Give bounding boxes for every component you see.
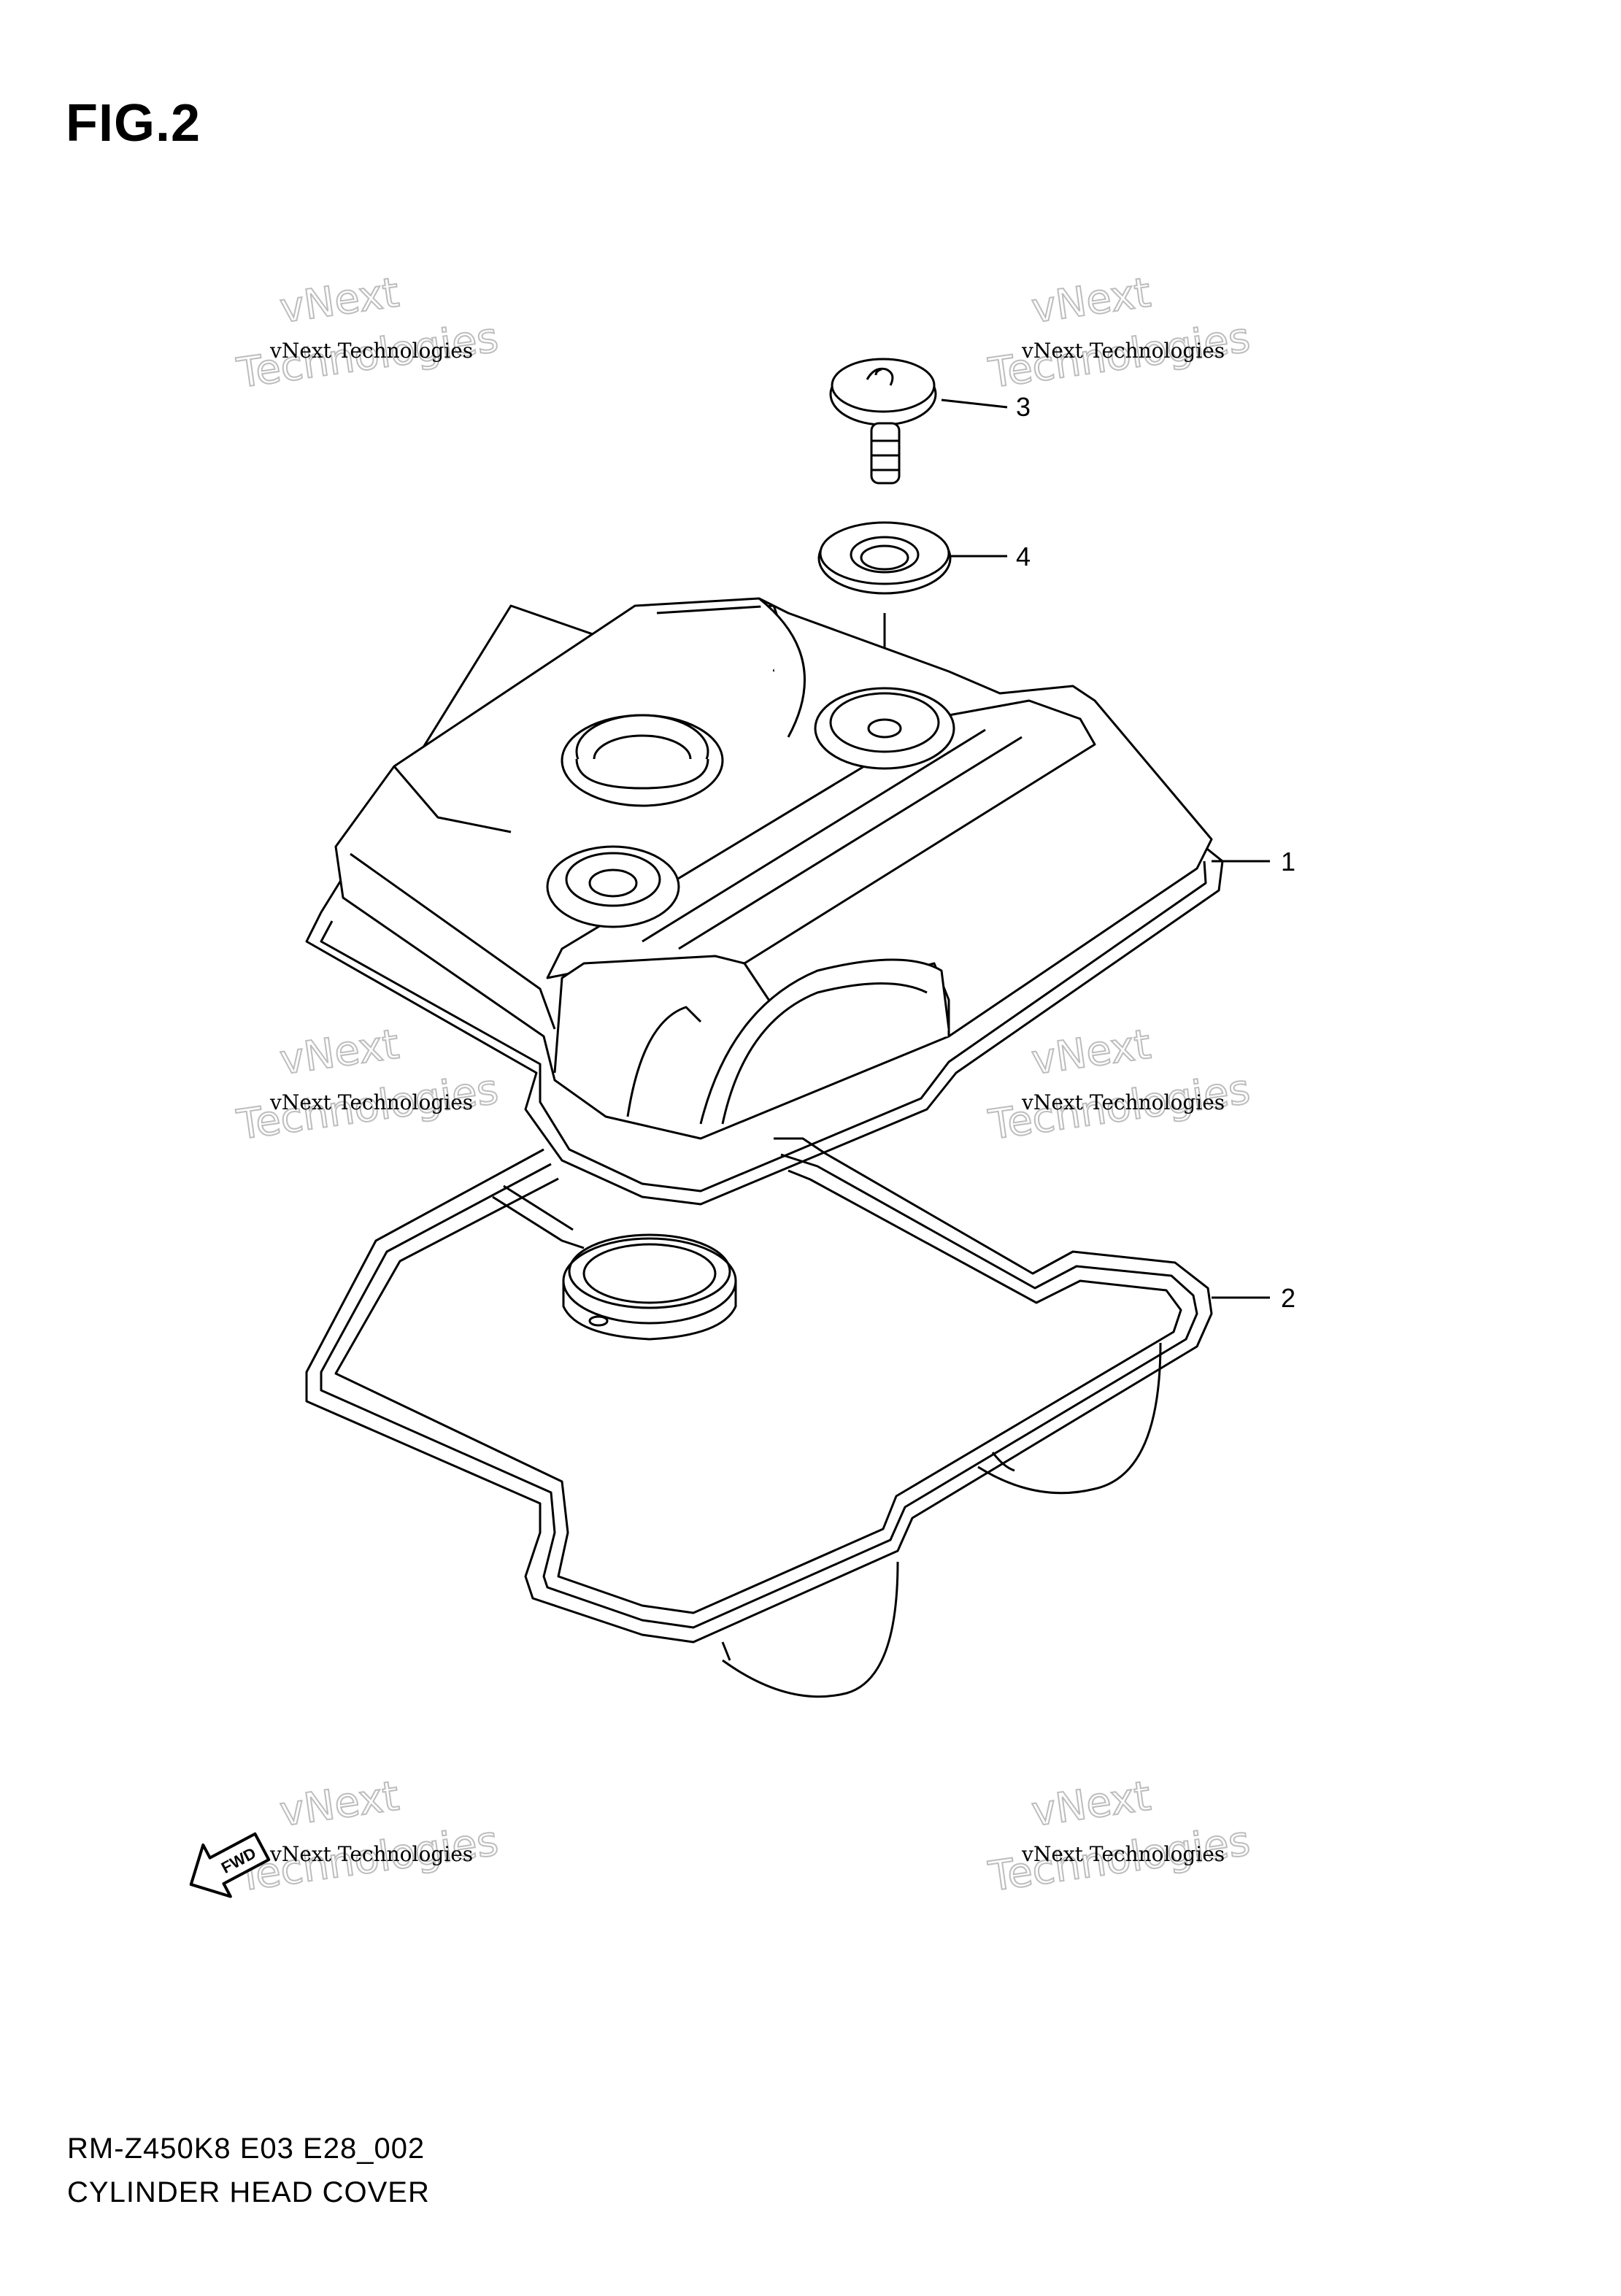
part-washer-drawing [817, 521, 952, 595]
figure-label: FIG.2 [66, 94, 201, 153]
watermark-big-line1: vNext [1029, 1021, 1154, 1085]
callout-part-2: 2 [1281, 1283, 1295, 1313]
watermark-bottom-right: vNext Technologies vNext Technologies [985, 1772, 1253, 1902]
leader-lines [941, 398, 1270, 1299]
watermark-top-left: vNext Technologies vNext Technologies [233, 269, 501, 398]
forward-arrow-icon: FWD [189, 1832, 271, 1898]
part-cover-drawing [305, 597, 1224, 1206]
watermark-big-line1: vNext [277, 269, 402, 333]
watermark-bottom-left: vNext Technologies vNext Technologies [233, 1772, 501, 1902]
watermark-big-line1: vNext [1029, 269, 1154, 333]
watermark-small: vNext Technologies [1021, 339, 1225, 363]
callout-part-4: 4 [1016, 542, 1031, 571]
watermark-small: vNext Technologies [269, 1090, 473, 1114]
watermark-big-line1: vNext [277, 1021, 402, 1085]
watermark-big-line1: vNext [1029, 1773, 1154, 1836]
diagram-title: CYLINDER HEAD COVER [67, 2176, 430, 2208]
watermark-top-right: vNext Technologies vNext Technologies [985, 269, 1253, 398]
watermark-big-line1: vNext [277, 1773, 402, 1836]
callout-part-3: 3 [1016, 392, 1031, 422]
diagram-code: RM-Z450K8 E03 E28_002 [67, 2133, 426, 2165]
callout-part-1: 1 [1281, 847, 1295, 877]
watermark-small: vNext Technologies [1021, 1090, 1225, 1114]
part-gasket-drawing [305, 1137, 1213, 1698]
watermark-small: vNext Technologies [269, 339, 473, 363]
watermark-small: vNext Technologies [269, 1842, 473, 1866]
part-bolt-drawing [829, 358, 937, 485]
watermark-small: vNext Technologies [1021, 1842, 1225, 1866]
